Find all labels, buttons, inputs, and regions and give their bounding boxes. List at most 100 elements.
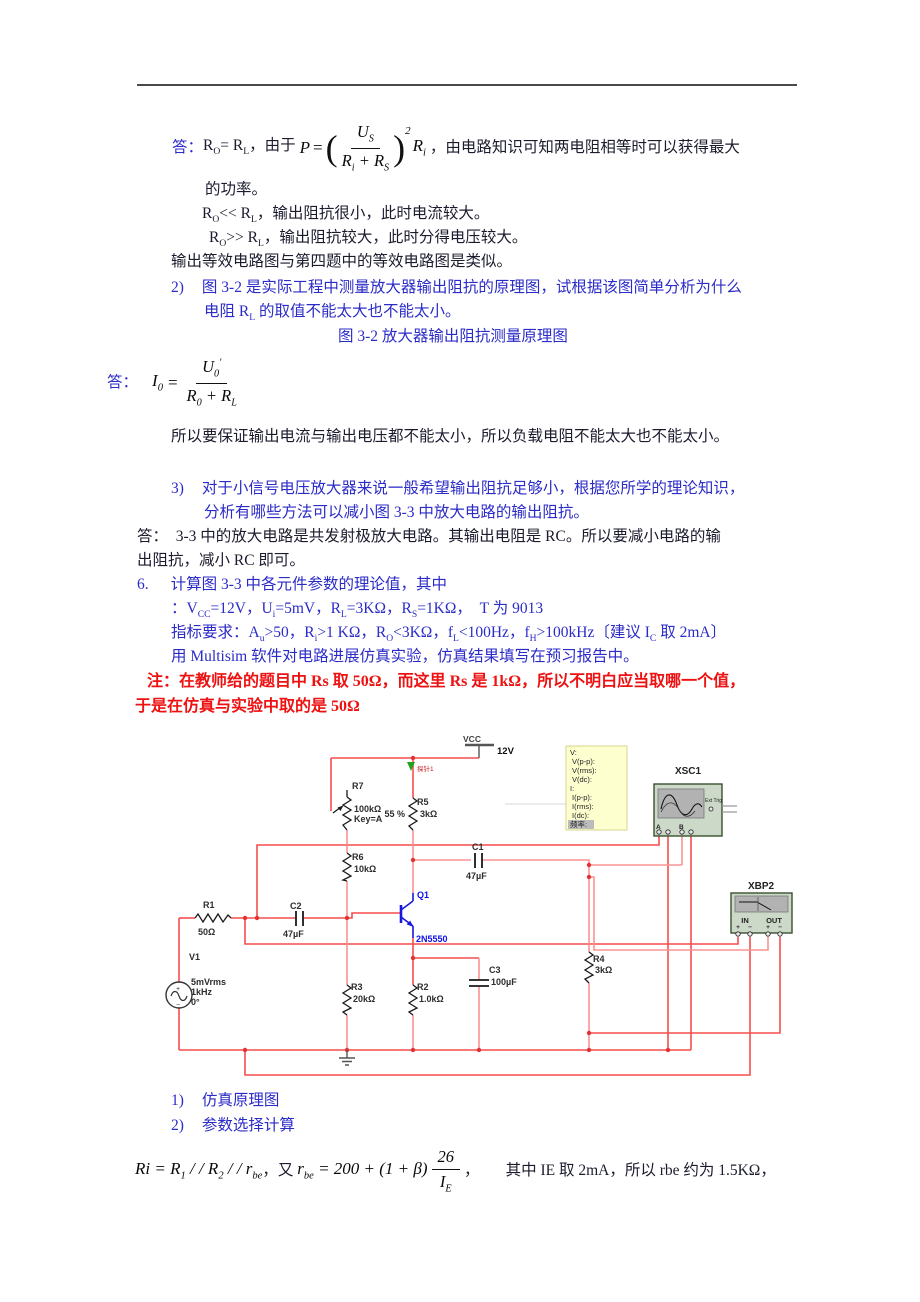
- answer1-line3: RO<< RL，输出阻抗很小，此时电流较大。: [202, 205, 490, 226]
- probe-box-line: I(p-p):: [572, 793, 592, 802]
- r7-key: Key=A: [354, 814, 383, 824]
- r3-value: 20kΩ: [353, 994, 375, 1004]
- wire-scope-a-to-base: [256, 834, 660, 918]
- ext-trig-label: Ext Trig: [705, 798, 722, 804]
- r7-percent: 55 %: [384, 809, 405, 819]
- list-item: 2) 参数选择计算: [171, 1116, 295, 1137]
- xsc1-label: XSC1: [675, 766, 702, 777]
- c3-value: 100µF: [491, 977, 517, 987]
- bode-out-label: OUT: [766, 916, 782, 925]
- formula1-mult: Ri: [412, 136, 426, 159]
- q1-model: 2N5550: [416, 934, 448, 944]
- probe-box-line: I(dc):: [572, 811, 589, 820]
- ext-trig-port: [708, 806, 714, 812]
- question3-line2: 分析有哪些方法可以减小图 3-3 中放大电路的输出阻抗。: [204, 504, 589, 521]
- resistor-r1-body: [194, 912, 232, 924]
- c1-name: C1: [472, 842, 484, 852]
- source-v1-symbol: + −: [165, 981, 193, 1009]
- q1-name: Q1: [417, 890, 429, 900]
- formula1-open-paren: (: [325, 128, 338, 168]
- bode-curve: [739, 901, 772, 911]
- ri-formula-mid: ，又: [262, 1161, 298, 1179]
- item2-label: 参数选择计算: [201, 1117, 295, 1134]
- r4-name: R4: [593, 954, 605, 964]
- answer1-lead: RO= RL，由于: [203, 137, 296, 158]
- r7-value: 100kΩ: [354, 804, 381, 814]
- answer1-line5: 输出等效电路图与第四题中的等效电路图是类似。: [171, 253, 513, 270]
- q1-collector: [400, 893, 414, 911]
- question3-number: 3): [171, 480, 184, 497]
- figure-3-2-caption: 图 3-2 放大器输出阻抗测量原理图: [338, 328, 568, 345]
- out-minus-sign: −: [778, 924, 782, 931]
- vcc-symbol: [465, 743, 494, 758]
- r1-name: R1: [203, 900, 215, 910]
- ri-formula-numerator: 26: [431, 1146, 461, 1171]
- vcc-value: 12V: [497, 746, 515, 757]
- probe-box-line: I:: [570, 784, 574, 793]
- question6-line1: 6. 计算图 3-3 中各元件参数的理论值，其中: [137, 575, 447, 596]
- ri-formula-fraction: 26 IE: [431, 1146, 461, 1196]
- question6-line4: 用 Multisim 软件对电路进展仿真实验，仿真结果填写在预习报告中。: [171, 648, 639, 665]
- probe-box-line: I(rms):: [572, 802, 594, 811]
- ground-bars: [339, 1057, 355, 1066]
- channel-b-label: B: [679, 824, 684, 831]
- formula1-power: 2: [405, 125, 411, 137]
- formula1-eq: =: [313, 137, 323, 157]
- r5-name: R5: [417, 797, 429, 807]
- wires-light: [346, 830, 769, 1050]
- formula2-fraction: U0′ R0 + RL: [187, 356, 237, 409]
- question6-text1: 计算图 3-3 中各元件参数的理论值，其中: [170, 576, 448, 593]
- list-item: 1) 仿真原理图: [171, 1091, 279, 1112]
- ext-trig-leads: [722, 805, 737, 813]
- r7-name: R7: [352, 781, 364, 791]
- question6-line2: ：VCC=12V，Ui=5mV，RL=3KΩ，RS=1KΩ， T 为 9013: [171, 600, 544, 621]
- xbp2-ports: [735, 931, 783, 937]
- answer2-prefix: 答：: [107, 373, 139, 391]
- resistor-r4-body: [583, 951, 595, 984]
- formula1-close-paren: ): [393, 128, 406, 168]
- c1-value: 47µF: [466, 871, 487, 881]
- question6-number: 6.: [137, 576, 149, 593]
- bode-plotter-xbp2: IN OUT + − + −: [730, 892, 793, 937]
- q1-emitter-arrow: [406, 920, 414, 927]
- formula1-fraction: US Ri + RS: [342, 121, 390, 174]
- wires-main: [178, 757, 781, 1076]
- probe-arrow-icon: [407, 762, 415, 771]
- note-line1: 注：在教师给的题目中 Rs 取 50Ω，而这里 Rs 是 1kΩ，所以不明白应当…: [147, 673, 746, 690]
- r1-value: 50Ω: [198, 927, 215, 937]
- r6-name: R6: [352, 852, 364, 862]
- wire-scope-b-link: [589, 834, 683, 866]
- question6-line3: 指标要求：Au>50，Ri>1 KΩ，RO<3KΩ，fL<100Hz，fH>10…: [171, 624, 727, 645]
- r6-value: 10kΩ: [354, 864, 376, 874]
- c3-name: C3: [489, 965, 501, 975]
- r5-value: 3kΩ: [420, 809, 437, 819]
- component-bodies: [194, 790, 595, 1016]
- q1-emitter: [400, 916, 414, 938]
- in-plus-sign: +: [736, 924, 740, 931]
- capacitor-c1-plates: [474, 853, 483, 868]
- resistor-r7-body: [341, 796, 353, 831]
- potentiometer-arrowhead: [337, 805, 344, 811]
- probe-box-line: V(dc):: [572, 775, 592, 784]
- r4-value: 3kΩ: [595, 965, 612, 975]
- item1-label: 仿真原理图: [201, 1092, 280, 1109]
- frequency-highlight: [568, 820, 594, 829]
- capacitor-c3-plates: [469, 979, 489, 987]
- channel-a-label: A: [656, 824, 661, 831]
- probe-box-line: 频率:: [570, 819, 587, 829]
- oscilloscope-xsc1: Ext Trig A B: [653, 783, 737, 837]
- answer1-tail: ，由电路知识可知两电阻相等时可以获得最大: [425, 138, 740, 156]
- ri-formula-expr: rbe = 200 + (1 + β): [297, 1159, 428, 1182]
- bode-in-label: IN: [741, 916, 749, 925]
- r2-name: R2: [417, 982, 429, 992]
- resistor-r3-body: [341, 984, 353, 1016]
- v1-plus-sign: +: [176, 986, 180, 993]
- ground-symbol: [339, 1050, 355, 1066]
- probe-box-line: V:: [570, 748, 577, 757]
- answer1-line4: RO>> RL，输出阻抗较大，此时分得电压较大。: [209, 229, 528, 250]
- wire-c2-to-base: [303, 912, 400, 919]
- resistor-r2-body: [407, 984, 419, 1016]
- c2-value: 47µF: [283, 929, 304, 939]
- probe-measurement-box: V: V(p-p): V(rms): V(dc): I: I(p-p): I(r…: [565, 745, 628, 831]
